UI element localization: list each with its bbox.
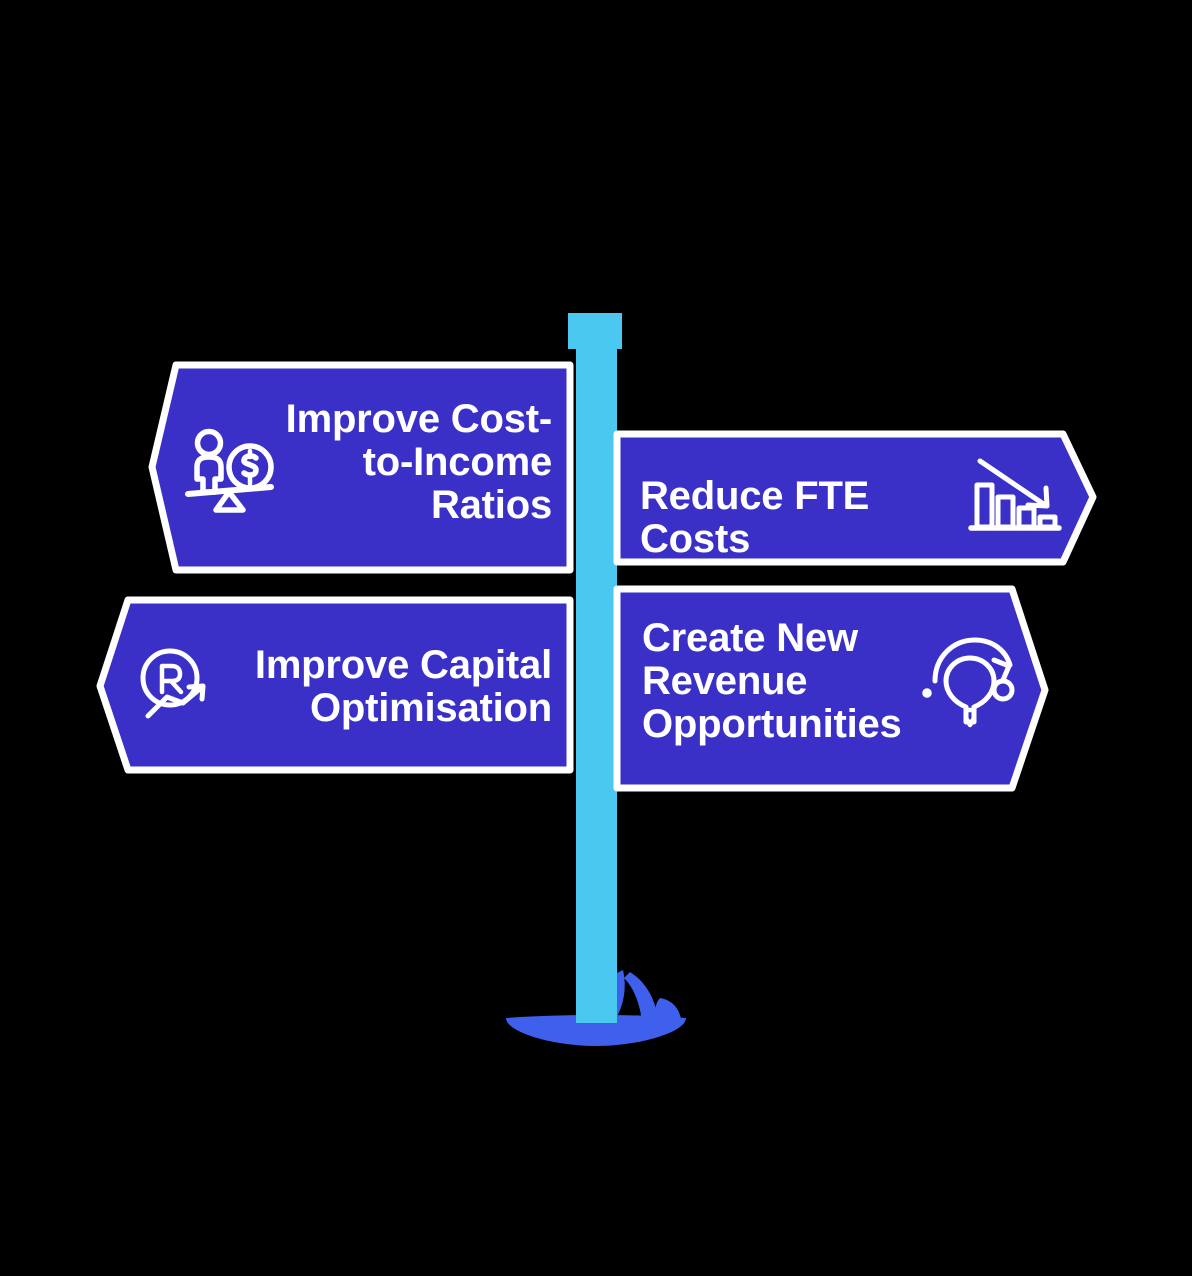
sign-shape-left-arrow[interactable]	[148, 361, 574, 574]
rand-currency-growth-arrow-icon	[140, 648, 206, 719]
sign-shape-right-arrow[interactable]	[613, 585, 1049, 792]
ground-ellipse	[506, 1015, 686, 1046]
signpost-post-group	[568, 313, 622, 1023]
sign-improve-capital-optimisation[interactable]	[96, 596, 574, 774]
sign-create-new-revenue-opportunities[interactable]	[613, 585, 1049, 792]
declining-bar-chart-icon	[968, 458, 1062, 531]
balance-scale-person-money-icon	[185, 428, 274, 513]
sign-label-create-new-revenue-opportunities: Create New Revenue Opportunities	[642, 616, 902, 747]
lightbulb-idea-icon	[922, 637, 1015, 728]
sign-label-reduce-fte-costs: Reduce FTE Costs	[640, 474, 870, 562]
post-shaft	[576, 313, 617, 1023]
sign-improve-cost-to-income-ratios[interactable]	[148, 361, 574, 574]
sign-label-improve-cost-to-income-ratios: Improve Cost- to-Income Ratios	[285, 397, 553, 528]
sign-shape-left-arrow[interactable]	[96, 596, 574, 774]
sign-reduce-fte-costs[interactable]	[613, 430, 1097, 566]
sign-label-improve-capital-optimisation: Improve Capital Optimisation	[254, 643, 552, 731]
